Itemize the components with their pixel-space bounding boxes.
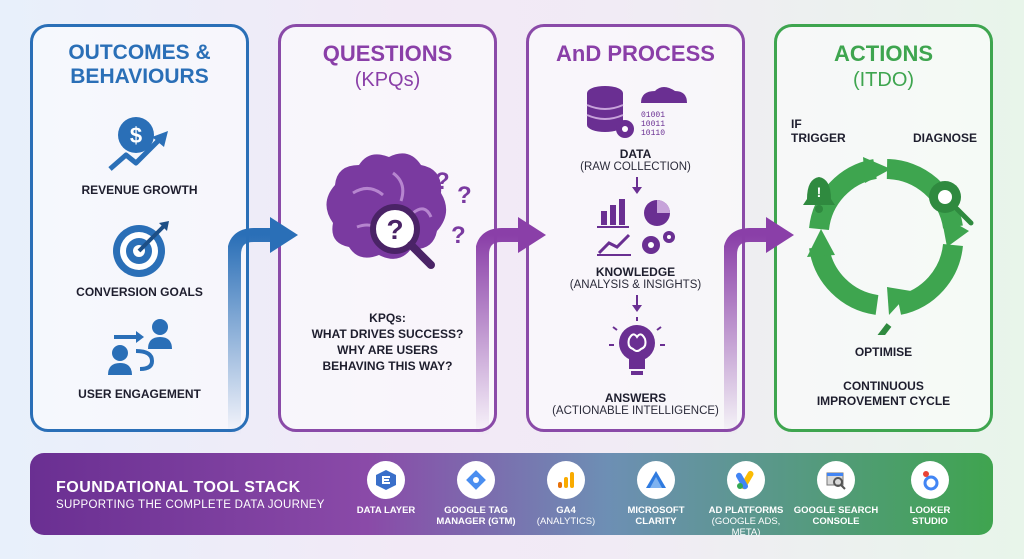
actions-panel: ACTIONS (ITDO) IF TRIGGER DIAGNOSE ! OPT… bbox=[774, 24, 993, 432]
search-console-icon bbox=[817, 461, 855, 499]
looker-icon bbox=[911, 461, 949, 499]
svg-text:01001: 01001 bbox=[641, 111, 665, 120]
outcomes-title-line2: BEHAVIOURS bbox=[70, 65, 209, 88]
knowledge-step-label: KNOWLEDGE bbox=[595, 265, 676, 279]
svg-text:10011: 10011 bbox=[641, 120, 665, 129]
arrow-questions-to-process bbox=[476, 217, 546, 435]
svg-text:!: ! bbox=[817, 184, 822, 200]
answers-step-label: ANSWERS bbox=[604, 391, 667, 405]
answers-step-detail: (ACTIONABLE INTELLIGENCE) bbox=[552, 405, 719, 417]
if-label: IF bbox=[791, 117, 802, 131]
process-title: AnD PROCESS bbox=[556, 41, 715, 66]
tool-stack-subtitle: SUPPORTING THE COMPLETE DATA JOURNEY bbox=[56, 499, 325, 511]
data-icon: 01001 10011 10110 bbox=[586, 86, 687, 138]
svg-text:10110: 10110 bbox=[641, 129, 665, 138]
data-step-label: DATA bbox=[619, 147, 652, 161]
arrow-process-to-actions bbox=[724, 217, 794, 435]
kpq-line-1: WHAT DRIVES SUCCESS? bbox=[311, 327, 464, 341]
brain-question-icon: ? ? ? ? bbox=[326, 153, 472, 269]
tool-data-layer: DATA LAYER bbox=[336, 461, 436, 516]
arrow-down-icon bbox=[632, 295, 642, 312]
optimise-label: OPTIMISE bbox=[854, 345, 913, 359]
cycle-footer-line1: CONTINUOUS bbox=[843, 379, 924, 393]
actions-subtitle: (ITDO) bbox=[852, 69, 915, 91]
revenue-growth-icon: $ bbox=[108, 117, 168, 171]
lightbulb-icon bbox=[609, 317, 665, 375]
data-step-detail: (RAW COLLECTION) bbox=[580, 161, 691, 173]
conversion-goals-label: CONVERSION GOALS bbox=[76, 285, 203, 299]
questions-subtitle: (KPQs) bbox=[354, 69, 421, 91]
knowledge-step-detail: (ANALYSIS & INSIGHTS) bbox=[569, 279, 702, 291]
ads-icon bbox=[727, 461, 765, 499]
kpq-line-3: BEHAVING THIS WAY? bbox=[322, 359, 453, 373]
trigger-label: TRIGGER bbox=[791, 131, 846, 145]
svg-text:?: ? bbox=[457, 182, 472, 209]
kpq-line-2: WHY ARE USERS bbox=[337, 343, 438, 357]
tool-label: AD PLATFORMS(GOOGLE ADS, META) bbox=[708, 505, 784, 538]
gtm-icon bbox=[457, 461, 495, 499]
user-engagement-icon bbox=[108, 319, 172, 375]
revenue-growth-label: REVENUE GROWTH bbox=[81, 183, 198, 197]
tool-ga4: GA4(ANALYTICS) bbox=[516, 461, 616, 527]
arrow-outcomes-to-questions bbox=[228, 217, 298, 435]
tool-stack-title: FOUNDATIONAL TOOL STACK bbox=[56, 479, 301, 496]
data-layer-icon bbox=[367, 461, 405, 499]
svg-text:?: ? bbox=[435, 168, 450, 195]
arrow-down-icon bbox=[632, 177, 642, 194]
tool-ad-platforms: AD PLATFORMS(GOOGLE ADS, META) bbox=[696, 461, 796, 538]
outcomes-title-line1: OUTCOMES & bbox=[68, 41, 211, 64]
knowledge-icon bbox=[597, 199, 675, 256]
svg-text:?: ? bbox=[451, 222, 466, 249]
kpq-label: KPQs: bbox=[369, 311, 406, 325]
tool-label: GA4(ANALYTICS) bbox=[536, 505, 596, 527]
questions-panel: QUESTIONS (KPQs) ? ? ? ? KPQs: WHAT DRIV… bbox=[278, 24, 497, 432]
svg-text:?: ? bbox=[386, 214, 403, 245]
actions-title: ACTIONS bbox=[834, 41, 933, 66]
tool-stack-bar: FOUNDATIONAL TOOL STACK SUPPORTING THE C… bbox=[30, 453, 993, 538]
diagnose-label: DIAGNOSE bbox=[912, 131, 977, 145]
process-panel: AnD PROCESS 01001 10011 10110 DATA (RAW … bbox=[526, 24, 745, 432]
clarity-icon bbox=[637, 461, 675, 499]
target-icon bbox=[113, 221, 169, 277]
cycle-footer-line2: IMPROVEMENT CYCLE bbox=[816, 394, 951, 408]
itdo-cycle-icon: ! bbox=[803, 157, 974, 335]
questions-title: QUESTIONS bbox=[322, 41, 453, 66]
user-engagement-label: USER ENGAGEMENT bbox=[78, 387, 201, 401]
svg-text:$: $ bbox=[130, 123, 142, 148]
ga4-icon bbox=[547, 461, 585, 499]
outcomes-panel: OUTCOMES & BEHAVIOURS $ REVENUE GROWTH C… bbox=[30, 24, 249, 432]
tool-label: DATA LAYER bbox=[356, 505, 416, 516]
